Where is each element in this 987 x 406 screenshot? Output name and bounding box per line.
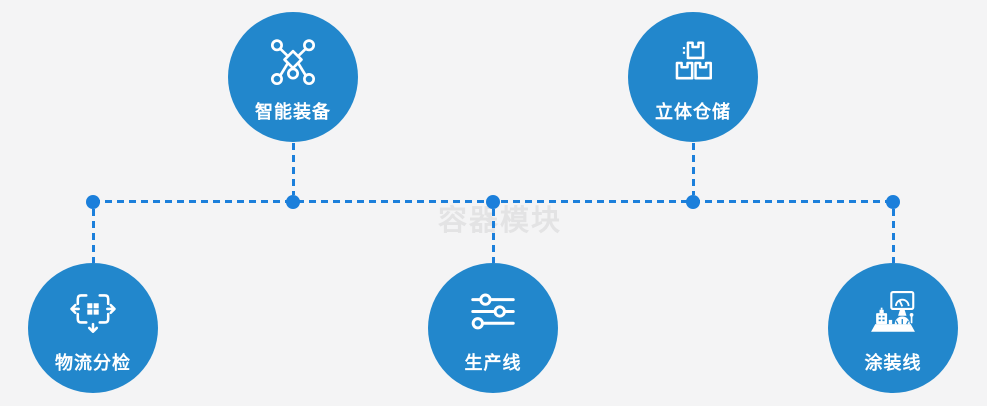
connector-branch-smart-equipment bbox=[291, 143, 295, 195]
node-stereoscopic-warehouse[interactable]: 立体仓储 bbox=[628, 12, 758, 142]
network-nodes-icon bbox=[266, 36, 320, 90]
sorting-arrows-icon bbox=[66, 287, 120, 341]
junction-dot bbox=[486, 195, 500, 209]
connector-branch-logistics bbox=[91, 209, 95, 263]
junction-dot bbox=[686, 195, 700, 209]
connector-branch-production bbox=[491, 209, 495, 263]
node-coating-line[interactable]: 涂装线 bbox=[828, 263, 958, 393]
watermark-text: 容器模块 bbox=[438, 205, 563, 237]
node-label: 立体仓储 bbox=[655, 102, 731, 122]
node-logistics-sorting[interactable]: 物流分检 bbox=[28, 263, 158, 393]
junction-dot bbox=[286, 195, 300, 209]
node-label: 涂装线 bbox=[864, 353, 922, 373]
connector-branch-warehouse bbox=[691, 143, 695, 195]
junction-dot bbox=[86, 195, 100, 209]
node-smart-equipment[interactable]: 智能装备 bbox=[228, 12, 358, 142]
node-production-line[interactable]: 生产线 bbox=[428, 263, 558, 393]
control-console-icon bbox=[866, 287, 920, 341]
node-label: 生产线 bbox=[464, 353, 522, 373]
connector-branch-coating bbox=[891, 209, 895, 263]
stacked-boxes-icon bbox=[666, 36, 720, 90]
junction-dot bbox=[886, 195, 900, 209]
node-label: 智能装备 bbox=[255, 102, 331, 122]
node-label: 物流分检 bbox=[55, 353, 131, 373]
sliders-icon bbox=[466, 287, 520, 341]
